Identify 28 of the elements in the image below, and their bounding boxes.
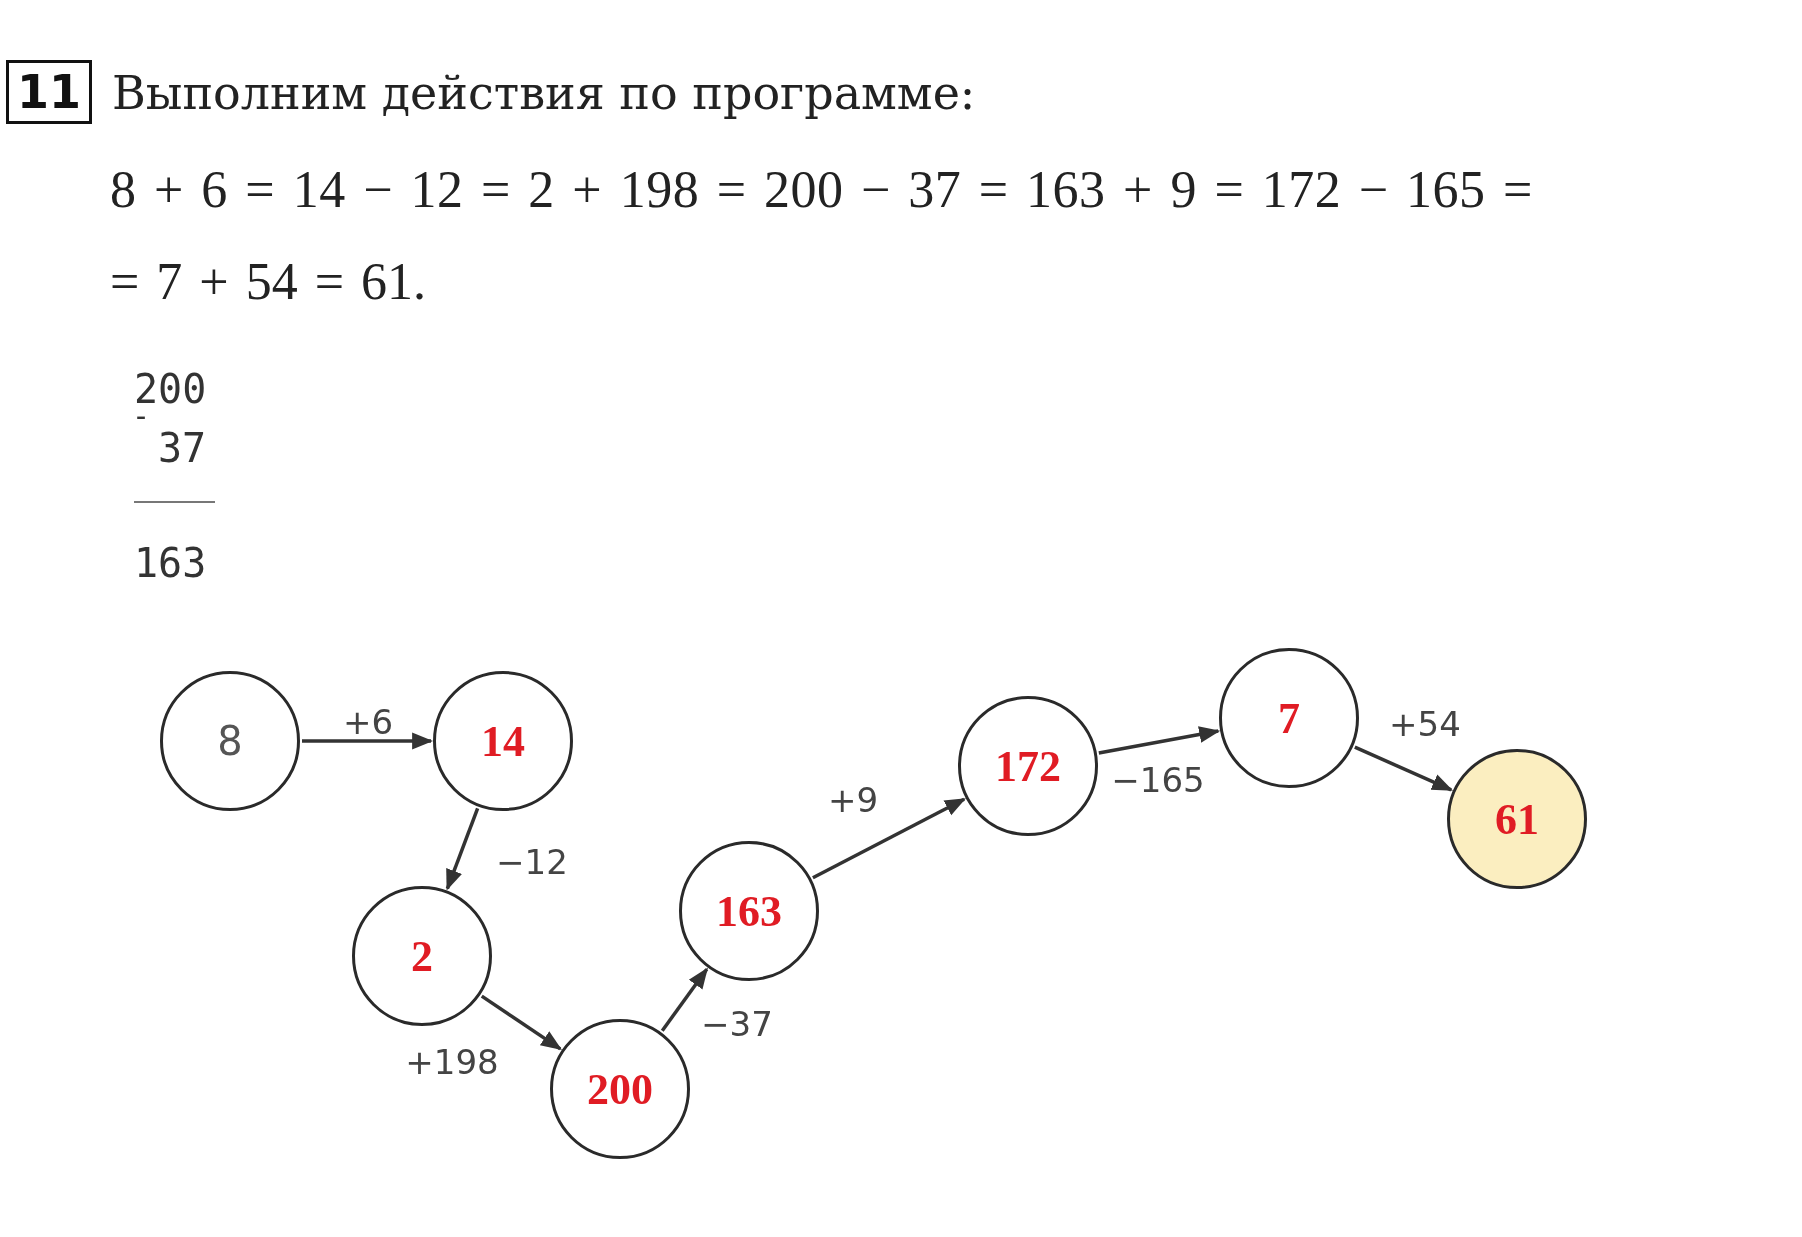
- node-number: 8: [217, 718, 243, 764]
- difference: 163: [134, 540, 207, 586]
- arrow: [302, 732, 434, 750]
- node-number: 2: [411, 930, 433, 982]
- edge-label: −12: [496, 842, 568, 882]
- task-number: 11: [6, 60, 92, 124]
- edge-label: +6: [342, 702, 394, 742]
- node-number: 7: [1278, 692, 1300, 744]
- equation-line: 8 + 6 = 14 − 12 = 2 + 198 = 200 − 37 = 163 + 9 = 172 − 165 =: [110, 160, 1533, 219]
- node-number: 200: [587, 1063, 653, 1115]
- equation-line: = 7 + 54 = 61.: [110, 252, 426, 311]
- arrow: [660, 967, 709, 1032]
- edge-label: +9: [827, 780, 879, 820]
- arrow: [1098, 726, 1221, 755]
- arrow: [1354, 745, 1454, 792]
- edge-label: +198: [405, 1042, 499, 1082]
- node-number: 61: [1495, 793, 1539, 845]
- task-title: Выполним действия по программе:: [112, 66, 976, 120]
- arrow: [445, 807, 480, 891]
- edge-label: −37: [701, 1004, 773, 1044]
- edge-label: +54: [1389, 704, 1461, 744]
- arrow: [480, 994, 562, 1051]
- edge-label: −165: [1111, 760, 1205, 800]
- subtrahend: 37: [158, 425, 207, 471]
- node-number: 172: [995, 740, 1061, 792]
- arrow: [812, 797, 966, 880]
- node-number: 163: [716, 885, 782, 937]
- node-number: 14: [481, 715, 525, 767]
